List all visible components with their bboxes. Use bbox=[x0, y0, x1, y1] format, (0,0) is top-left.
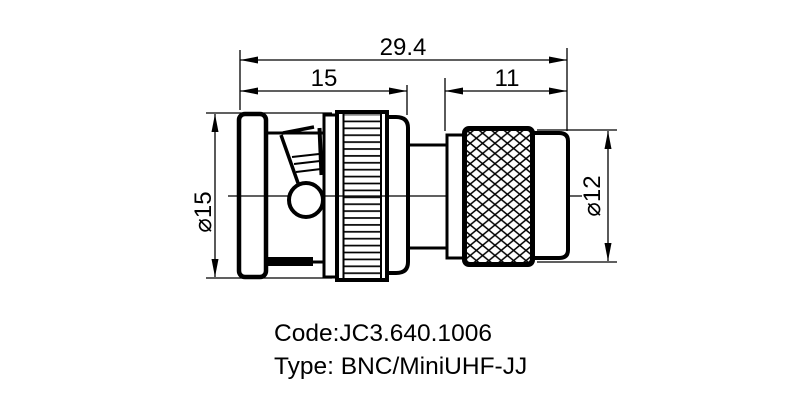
miniuhf-end-cap bbox=[531, 131, 570, 260]
dim-bnc-length: 15 bbox=[240, 65, 407, 95]
dim-bnc-length-label: 15 bbox=[311, 65, 338, 92]
dim-miniuhf-length: 11 bbox=[445, 65, 567, 95]
miniuhf-knurled-barrel bbox=[462, 126, 535, 267]
dim-miniuhf-length-label: 11 bbox=[495, 65, 520, 92]
dim-overall-length: 29.4 bbox=[240, 34, 567, 64]
dim-bnc-diameter-label: ⌀15 bbox=[190, 191, 217, 232]
type-label: Type: BNC/MiniUHF-JJ bbox=[274, 353, 527, 380]
bayonet-pin bbox=[287, 181, 325, 219]
dim-miniuhf-diameter: ⌀12 bbox=[579, 131, 612, 261]
bayonet-slot-bottom bbox=[267, 257, 313, 266]
code-label: Code:JC3.640.1006 bbox=[274, 320, 492, 347]
bayonet-slot bbox=[279, 125, 324, 184]
extension-lines bbox=[206, 48, 617, 279]
dim-bnc-diameter: ⌀15 bbox=[190, 114, 219, 277]
miniuhf-collar bbox=[445, 133, 466, 260]
dim-overall-length-label: 29.4 bbox=[380, 34, 427, 61]
dim-miniuhf-diameter-label: ⌀12 bbox=[579, 175, 606, 216]
bnc-nut-end-cap bbox=[385, 115, 410, 275]
